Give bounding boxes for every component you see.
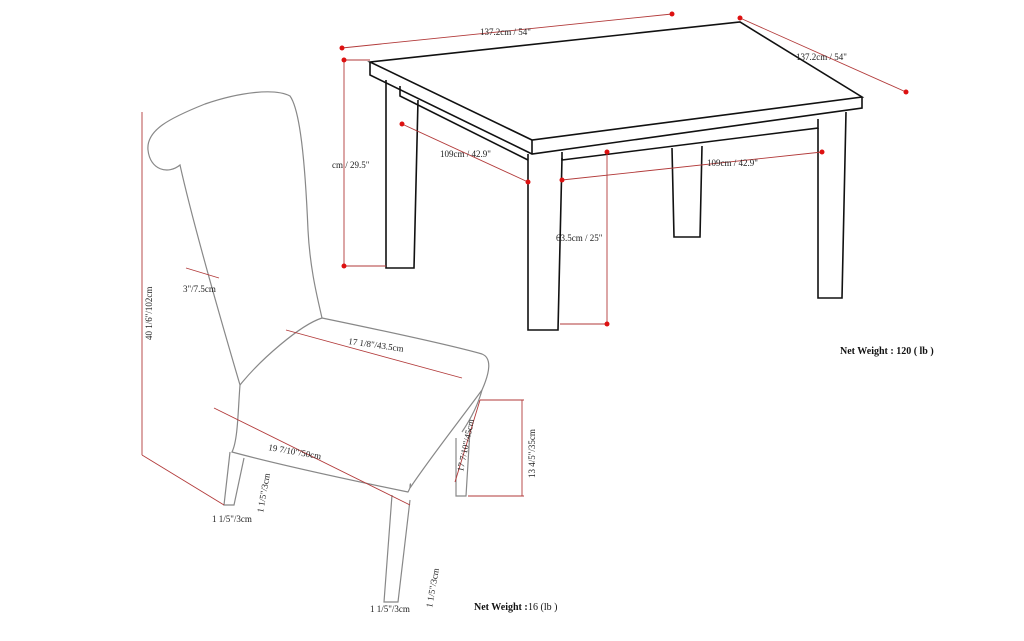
chair-back-leg-width-label: 1 1/5"/3cm (370, 604, 410, 614)
chair-back-thickness-label: 3"/7.5cm (183, 284, 216, 294)
table-top-edge (369, 62, 863, 155)
chair-seat-side-label: 13 4/5"/35cm (527, 429, 537, 478)
chair-seat-side (461, 389, 483, 433)
table-leg-back-left (385, 80, 419, 269)
chair-front-leg-width-label: 1 1/5"/3cm (212, 514, 252, 524)
chair-seat-width-label: 17 1/8"/43.5cm (348, 336, 405, 354)
dim-dot (341, 263, 347, 269)
dim-dot (341, 57, 347, 63)
dim-dot (399, 121, 405, 127)
dim-dot (669, 11, 675, 17)
dim-dot (559, 177, 565, 183)
table-depth-label: 137.2cm / 54" (796, 52, 847, 62)
chair-seat-depth-label: 19 7/10"/50cm (268, 442, 322, 461)
table-height-label: cm / 29.5" (332, 160, 370, 170)
seat-width-line (285, 329, 463, 379)
chair-net-weight-title: Net Weight : (474, 602, 528, 613)
dim-dot (737, 15, 743, 21)
table-depth-line (739, 17, 907, 93)
table-leg-front (527, 154, 563, 331)
chair-seat-height-label: 17 7/10"/45cm (455, 418, 476, 472)
chair-backrest (147, 91, 323, 319)
chair-seat (239, 317, 490, 489)
table-dimensions (339, 11, 909, 327)
table-apron-right (561, 119, 819, 161)
chair-leg-back (455, 429, 471, 497)
table-net-weight: Net Weight : 120 ( lb ) (840, 346, 934, 357)
table-leg-back-right (671, 145, 703, 238)
dim-dot (903, 89, 909, 95)
chair-leg-front-left (223, 451, 245, 506)
seat-depth-line (213, 407, 411, 506)
dim-dot (604, 149, 610, 155)
apron-left-line (401, 123, 529, 183)
table-apron-right-label: 109cm / 42.9" (707, 158, 758, 168)
table-apron-left (399, 86, 529, 161)
dim-extension (141, 454, 225, 506)
dining-table (367, 21, 865, 331)
chair-seat-front (231, 384, 412, 493)
back-thickness-line (185, 267, 220, 279)
dim-dot (819, 149, 825, 155)
table-leg-front-right (817, 111, 847, 299)
dim-dot (525, 179, 531, 185)
seat-height-line (454, 399, 481, 483)
dim-dot (604, 321, 610, 327)
chair-dimensions (141, 112, 524, 506)
table-leg-clearance-label: 63.5cm / 25" (556, 233, 603, 243)
table-apron-left-label: 109cm / 42.9" (440, 149, 491, 159)
table-width-label: 137.2cm / 54" (480, 27, 531, 37)
chair-leg-front-right (383, 494, 411, 603)
chair-back-leg-depth-label: 1 1/5"/3cm (424, 567, 441, 608)
chair-net-weight-value: 16 (lb ) (528, 602, 557, 613)
dim-dot (339, 45, 345, 51)
table-width-line (341, 13, 673, 49)
chair-backrest-roll (147, 149, 241, 386)
chair-front-leg-depth-label: 1 1/5"/3cm (255, 472, 272, 513)
apron-right-line (561, 151, 823, 181)
dining-chair (147, 91, 490, 603)
chair-height-label: 40 1/6"/102cm (144, 287, 154, 340)
